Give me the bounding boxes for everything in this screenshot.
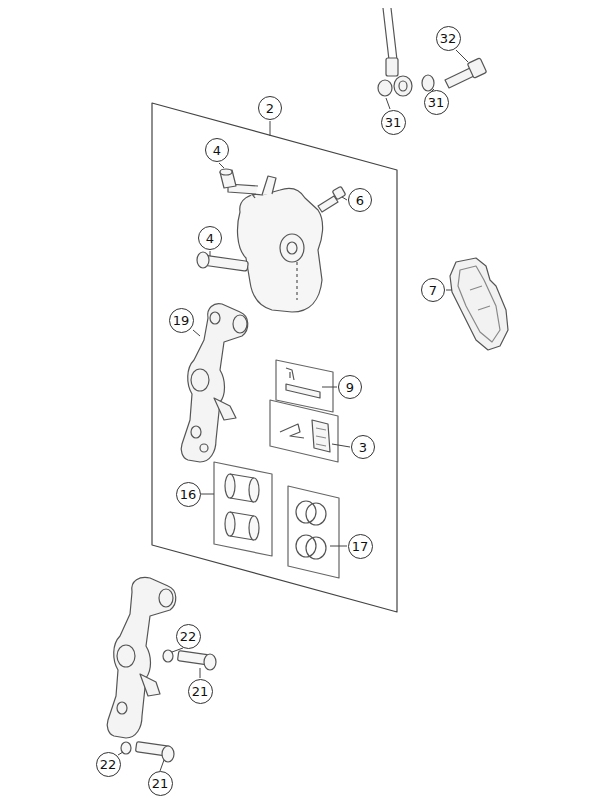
callout-circle: 6 (348, 188, 372, 212)
callout-number: 21 (152, 777, 169, 790)
callout-number: 19 (173, 314, 190, 327)
callout-circle: 31 (424, 90, 449, 115)
callout-circle: 2 (258, 96, 282, 120)
callout-number: 22 (180, 630, 197, 643)
callout-number: 16 (180, 488, 197, 501)
callout-number: 3 (359, 441, 367, 454)
callout-circle: 31 (381, 110, 406, 135)
pin-kit (276, 360, 333, 412)
callout-circle: 9 (338, 375, 362, 399)
leader-lines (118, 50, 468, 771)
callout-circle: 22 (96, 752, 121, 777)
callout-number: 6 (356, 194, 364, 207)
piston-kit (214, 462, 272, 556)
kit-outline (152, 103, 397, 612)
brake-caliper (197, 176, 323, 312)
callout-circle: 32 (436, 26, 461, 51)
callout-circle: 7 (421, 278, 445, 302)
callout-circle: 17 (348, 534, 373, 559)
callout-number: 2 (266, 102, 274, 115)
callout-number: 9 (346, 381, 354, 394)
seal-kit (288, 486, 339, 578)
callout-number: 4 (213, 144, 221, 157)
callout-number: 4 (206, 232, 214, 245)
callout-number: 32 (440, 32, 457, 45)
caliper-nut (220, 169, 236, 188)
callout-number: 7 (429, 284, 437, 297)
callout-circle: 4 (198, 226, 222, 250)
brake-pad (450, 258, 508, 350)
callout-number: 17 (352, 540, 369, 553)
callout-circle: 22 (176, 624, 201, 649)
callout-circle: 3 (351, 435, 375, 459)
callout-circle: 21 (188, 679, 213, 704)
spring-kit (270, 400, 338, 462)
callout-circle: 4 (205, 138, 229, 162)
callout-number: 31 (385, 116, 402, 129)
callout-number: 21 (192, 685, 209, 698)
bracket-bolts (121, 650, 216, 762)
callout-number: 22 (100, 758, 117, 771)
callout-circle: 21 (148, 771, 173, 796)
bleed-valve (318, 186, 346, 212)
caliper-bracket-lower (107, 578, 176, 738)
callout-circle: 16 (176, 482, 201, 507)
callout-number: 31 (428, 96, 445, 109)
callout-circle: 19 (169, 308, 194, 333)
brake-hose (378, 8, 487, 96)
